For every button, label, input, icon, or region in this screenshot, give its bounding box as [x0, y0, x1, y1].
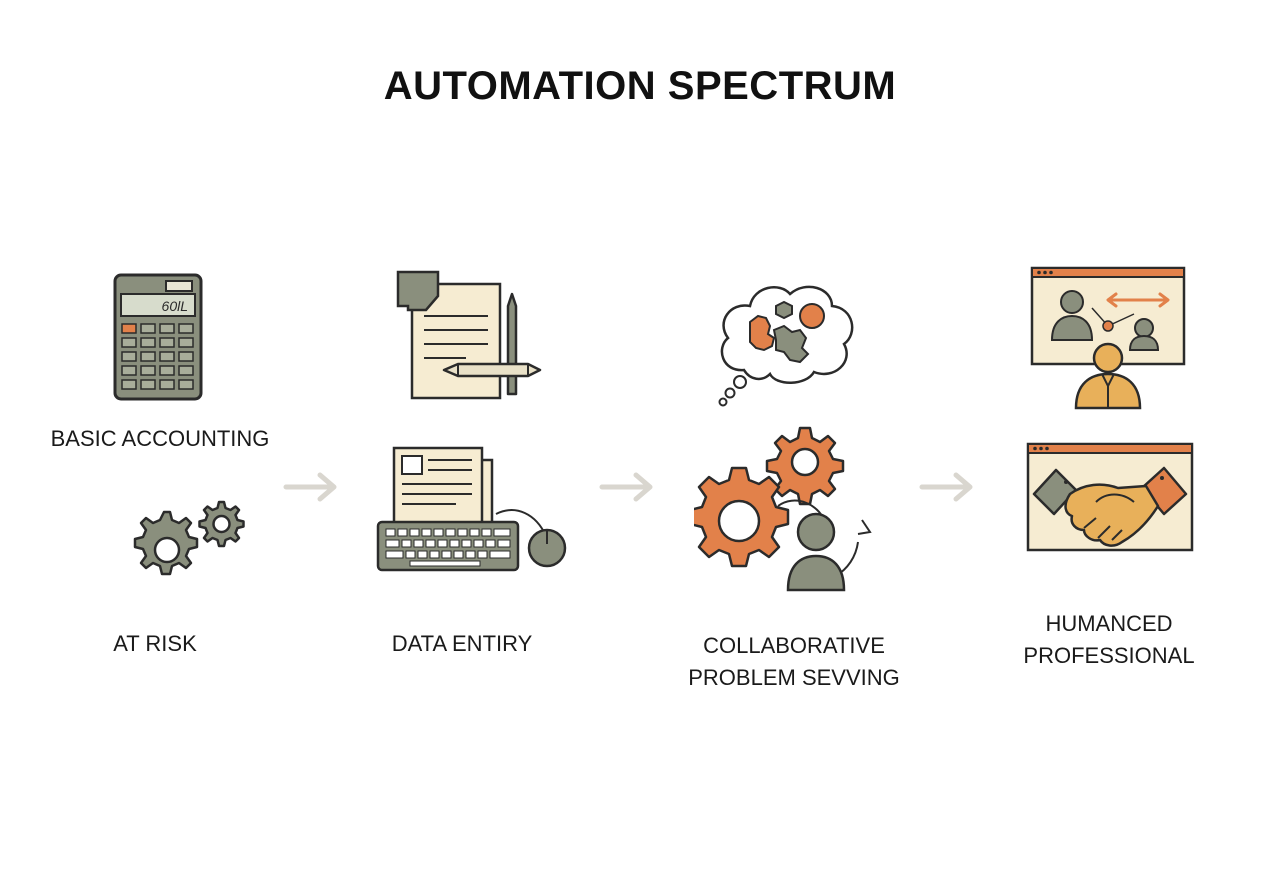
calculator-display: 60lL: [162, 298, 188, 314]
handshake-icon: [1026, 442, 1194, 554]
calculator-icon: 60lL: [112, 272, 204, 402]
stage-3-label: COLLABORATIVE PROBLEM SEVVING: [688, 630, 900, 694]
gears-person-icon: [694, 422, 884, 594]
computer-keyboard-icon: [376, 444, 572, 574]
diagram-title: AUTOMATION SPECTRUM: [383, 64, 897, 108]
arrow-right-icon: [282, 470, 342, 504]
stage-1-label-bottom: AT RISK: [113, 631, 197, 656]
stage-4-label-line-1: HUMANCED: [1045, 611, 1173, 636]
stage-2-label: DATA ENTIRY: [391, 631, 533, 656]
stage-4-label-line-2: PROFESSIONAL: [1023, 643, 1195, 668]
gears-icon: [126, 496, 254, 596]
thought-bubble-icon: [714, 276, 858, 408]
stage-3-label-line-2: PROBLEM SEVVING: [688, 665, 900, 690]
stage-3-label-line-1: COLLABORATIVE: [703, 633, 885, 658]
arrow-right-icon: [918, 470, 978, 504]
stage-4-label: HUMANCED PROFESSIONAL: [1023, 608, 1194, 672]
stage-1-label-top: BASIC ACCOUNTING: [50, 426, 270, 451]
arrow-right-icon: [598, 470, 658, 504]
video-meeting-icon: [1030, 266, 1186, 410]
document-pen-icon: [396, 270, 544, 404]
